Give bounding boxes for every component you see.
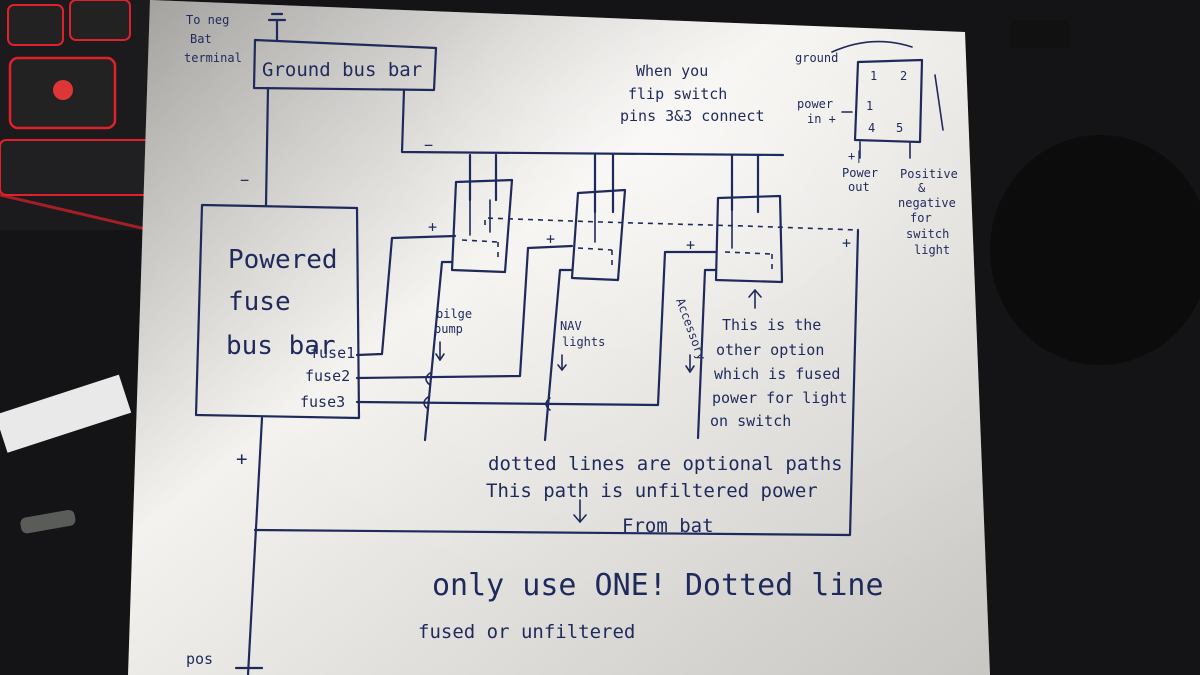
pos-label: pos (186, 650, 213, 668)
switch3-plus-label: + (686, 236, 695, 254)
pin-ground-label: ground (795, 51, 838, 65)
fuse-bus-label-1: Powered (228, 245, 338, 275)
switch2-plus-label: + (546, 230, 555, 248)
ground-symbol-icon (267, 12, 287, 42)
dotted-note-line-1: dotted lines are optional paths (488, 453, 843, 475)
power-out-label-2: Power (842, 166, 878, 180)
pin-number-5: 5 (896, 121, 903, 135)
wiring-diagram (194, 12, 944, 675)
switch-2 (570, 153, 627, 282)
arrow-down-icon (557, 354, 567, 371)
other-option-line-4: power for light (712, 389, 847, 407)
switch-light-plus-label: + (842, 234, 851, 252)
dotted-note-line-3: From bat (622, 515, 714, 537)
fuse-bus-label-3: bus bar (226, 331, 336, 361)
to-neg-label-3: terminal (184, 51, 242, 65)
fused-or-note: fused or unfiltered (418, 621, 635, 643)
keyboard-background (0, 0, 161, 232)
pin-number-4: 4 (868, 121, 875, 135)
fuse-bus-label-2: fuse (228, 287, 291, 317)
other-option-line-3: which is fused (714, 365, 840, 383)
only-one-note: only use ONE! Dotted line (432, 568, 884, 603)
power-out-label-1: +| (848, 149, 862, 163)
ground-bus-label: Ground bus bar (262, 59, 422, 81)
arrow-up-icon (748, 289, 762, 309)
pin-diagram (831, 40, 944, 159)
positive-label-3: negative (898, 196, 956, 210)
positive-label-1: Positive (900, 167, 958, 181)
fuse-bus-box (194, 203, 361, 420)
arrow-down-icon (685, 354, 695, 373)
pin-power-in-label-2: in + (807, 112, 836, 126)
pin-number-3: 1 (866, 99, 873, 113)
pin-power-in-label-1: power (797, 97, 833, 111)
positive-label-4: for (910, 211, 932, 225)
switch-1 (450, 153, 514, 274)
other-option-line-5: on switch (710, 412, 791, 430)
fuse2-label: fuse2 (305, 367, 350, 385)
other-option-line-1: This is the (722, 316, 821, 334)
arrow-down-icon (573, 499, 587, 523)
positive-label-6: light (914, 243, 950, 257)
pin-number-1: 1 (870, 69, 877, 83)
dotted-note-line-2: This path is unfiltered power (486, 480, 818, 502)
to-neg-label-2: Bat (190, 32, 212, 46)
other-option-line-2: other option (716, 341, 824, 359)
power-out-label-3: out (848, 180, 870, 194)
positive-label-2: & (918, 181, 926, 195)
fuse-bus-minus-label: − (240, 171, 249, 189)
nav-label-1: NAV (560, 319, 582, 333)
positive-label-5: switch (906, 227, 949, 241)
flip-note-line-2: flip switch (628, 85, 727, 103)
bilge-label-2: pump (434, 322, 463, 336)
desk-items (0, 20, 1070, 534)
nav-label-2: lights (562, 335, 605, 349)
flip-note-line-1: When you (636, 62, 708, 80)
to-neg-label-1: To neg (186, 13, 229, 27)
arrow-down-icon (435, 341, 445, 361)
fuse-bus-plus-label: + (236, 448, 247, 470)
ground-minus-label: − (424, 136, 433, 154)
mouse-pad (990, 135, 1200, 365)
fuse3-label: fuse3 (300, 393, 345, 411)
switch1-plus-label: + (428, 218, 437, 236)
ground-bus-box (252, 38, 438, 92)
fuse1-label: fuse1 (310, 344, 355, 362)
switch-3 (714, 153, 784, 284)
bilge-label-1: bilge (436, 307, 472, 321)
flip-note-line-3: pins 3&3 connect (620, 107, 765, 125)
pin-number-2: 2 (900, 69, 907, 83)
